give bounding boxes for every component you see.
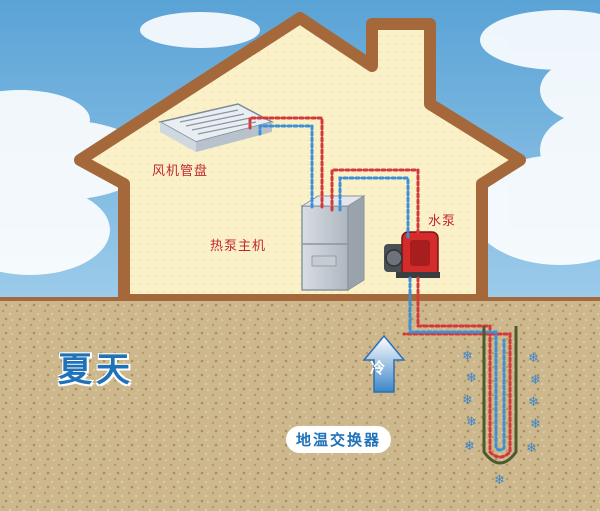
return-pipe-pump — [338, 176, 410, 242]
borehole — [482, 326, 518, 465]
supply-pipe-ground — [402, 276, 512, 459]
return-pipe-indoor — [258, 124, 314, 212]
snowflake-icon: ❄ — [526, 441, 537, 456]
fan-coil-label: 风机管盘 — [152, 164, 209, 179]
snowflake-icon: ❄ — [466, 415, 477, 430]
fan-coil-unit — [157, 103, 275, 152]
snowflake-icon: ❄ — [462, 349, 473, 364]
snowflake-icon: ❄ — [530, 417, 541, 432]
supply-pipe-indoor — [248, 116, 324, 212]
snowflake-icon: ❄ — [464, 439, 475, 454]
snowflake-icon: ❄ — [462, 393, 473, 408]
water-pump — [384, 231, 440, 278]
return-pipe-ground — [408, 330, 506, 452]
pipe-loop — [248, 116, 512, 459]
cold-label: 冷 — [370, 359, 386, 377]
snowflake-icon: ❄ — [494, 473, 505, 488]
snowflake-icon: ❄ — [466, 371, 477, 386]
heat-pump-unit — [300, 195, 366, 291]
ground-heat-exchanger-label: 地温交换器 — [286, 426, 392, 453]
snowflake-icon: ❄ — [528, 351, 539, 366]
heat-pump-label: 热泵主机 — [210, 239, 267, 254]
season-title: 夏天 — [58, 350, 134, 390]
snowflake-icon: ❄ — [528, 395, 539, 410]
up-arrow-icon — [362, 334, 406, 393]
snowflake-icon: ❄ — [530, 373, 541, 388]
water-pump-label: 水泵 — [428, 214, 457, 229]
house — [74, 12, 526, 306]
supply-pipe-pump — [330, 168, 420, 236]
